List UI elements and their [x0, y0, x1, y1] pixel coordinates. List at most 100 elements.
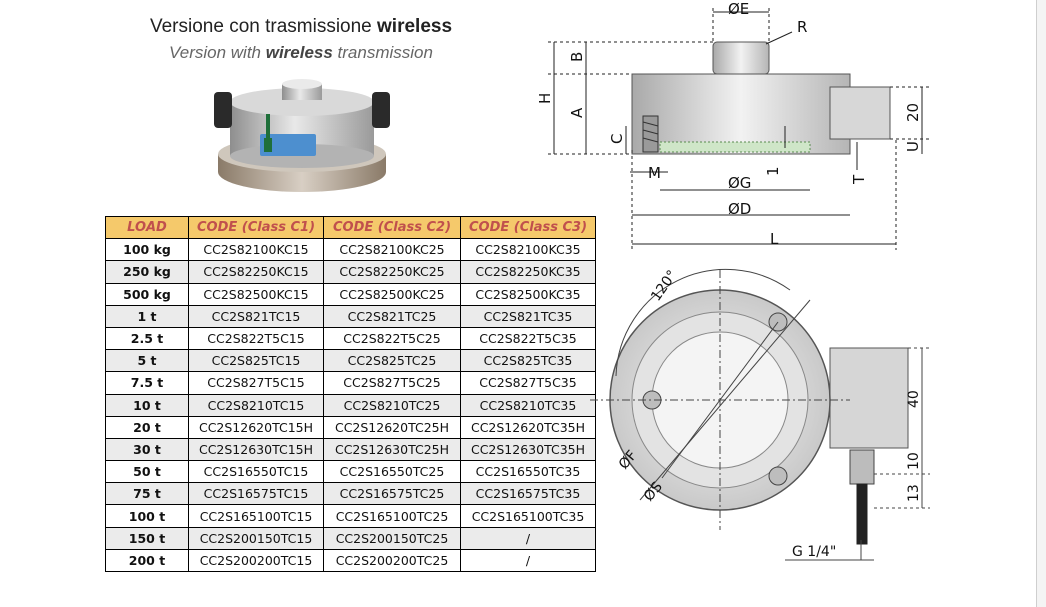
title-italian: Versione con trasmissione wireless	[149, 16, 453, 37]
cell-load: 100 kg	[105, 238, 189, 262]
cell-code-c2: CC2S82250KC25	[323, 260, 461, 284]
cell-load: 5 t	[105, 349, 189, 373]
cell-code-c2: CC2S16575TC25	[323, 482, 461, 506]
cell-code-c1: CC2S8210TC15	[188, 393, 324, 417]
cell-load: 75 t	[105, 482, 189, 506]
cell-code-c3: CC2S822T5C35	[460, 326, 596, 351]
cell-code-c2: CC2S825TC25	[323, 349, 461, 373]
label-diam-d: ØD	[728, 200, 751, 218]
cell-code-c1: CC2S827T5C15	[188, 371, 324, 395]
header-code-c2: CODE (Class C2)	[323, 215, 461, 240]
cell-load: 10 t	[105, 393, 189, 417]
cell-code-c3: CC2S821TC35	[460, 304, 596, 328]
cell-code-c2: CC2S200200TC25	[323, 548, 461, 573]
bolt-hole	[642, 115, 659, 153]
cell-code-c1: CC2S12630TC15H	[188, 437, 324, 462]
cell-load: 200 t	[105, 548, 189, 573]
top-view: 120° ØF ØS 40 10 13 G 1/4"	[590, 267, 930, 561]
label-twenty: 20	[904, 103, 922, 122]
label-one: 1	[764, 166, 782, 176]
side-view: ØE R B H A C M ØG ØD 1 T U 20 L	[536, 0, 930, 250]
cell-load: 50 t	[105, 460, 189, 484]
label-h: H	[536, 93, 554, 104]
cell-load: 2.5 t	[105, 326, 189, 351]
cell-code-c1: CC2S200200TC15	[188, 548, 324, 573]
codes-table: LOAD CODE (Class C1) CODE (Class C2) COD…	[105, 215, 596, 573]
cell-code-c3: CC2S82250KC35	[460, 260, 596, 284]
cell-load: 7.5 t	[105, 371, 189, 395]
label-forty: 40	[906, 390, 922, 408]
header-code-c3: CODE (Class C3)	[460, 215, 596, 240]
cell-code-c3: /	[460, 526, 596, 550]
label-u: U	[904, 141, 922, 152]
table-header-row: LOAD CODE (Class C1) CODE (Class C2) COD…	[105, 215, 596, 240]
label-b: B	[568, 52, 586, 62]
cell-load: 250 kg	[105, 260, 189, 284]
header-load: LOAD	[105, 215, 189, 240]
cell-code-c3: CC2S165100TC35	[460, 504, 596, 528]
cell-load: 20 t	[105, 415, 189, 439]
title-english: Version with wireless transmission	[169, 43, 433, 62]
cell-code-c2: CC2S821TC25	[323, 304, 461, 328]
label-c: C	[608, 134, 626, 144]
cell-code-c3: CC2S827T5C35	[460, 371, 596, 395]
cell-code-c1: CC2S16575TC15	[188, 482, 324, 506]
cell-code-c2: CC2S12620TC25H	[323, 415, 461, 439]
label-a: A	[568, 107, 586, 118]
cell-load: 30 t	[105, 437, 189, 462]
cell-code-c1: CC2S82250KC15	[188, 260, 324, 284]
cell-code-c3: CC2S825TC35	[460, 349, 596, 373]
cell-load: 1 t	[105, 304, 189, 328]
cell-code-c1: CC2S200150TC15	[188, 526, 324, 550]
cell-code-c2: CC2S12630TC25H	[323, 437, 461, 462]
cell-load: 100 t	[105, 504, 189, 528]
cell-load: 500 kg	[105, 282, 189, 306]
cell-code-c2: CC2S82100KC25	[323, 238, 461, 262]
cell-load: 150 t	[105, 526, 189, 550]
cell-code-c3: /	[460, 548, 596, 573]
cell-code-c2: CC2S82500KC25	[323, 282, 461, 306]
label-t: T	[850, 174, 868, 185]
load-cell-photo	[214, 79, 390, 192]
cell-code-c3: CC2S82500KC35	[460, 282, 596, 306]
cell-code-c1: CC2S12620TC15H	[188, 415, 324, 439]
cell-code-c2: CC2S822T5C25	[323, 326, 461, 351]
header-code-c1: CODE (Class C1)	[188, 215, 324, 240]
page-edge	[1036, 0, 1046, 607]
cell-code-c1: CC2S822T5C15	[188, 326, 324, 351]
label-diam-g: ØG	[728, 174, 751, 192]
cell-code-c2: CC2S827T5C25	[323, 371, 461, 395]
cell-code-c2: CC2S8210TC25	[323, 393, 461, 417]
label-l: L	[770, 230, 779, 248]
label-diam-e: ØE	[728, 0, 749, 18]
label-thirteen: 13	[906, 484, 922, 502]
cell-code-c2: CC2S16550TC25	[323, 460, 461, 484]
cell-code-c2: CC2S165100TC25	[323, 504, 461, 528]
label-thread: G 1/4"	[792, 544, 836, 560]
cell-code-c1: CC2S821TC15	[188, 304, 324, 328]
cell-code-c1: CC2S825TC15	[188, 349, 324, 373]
cell-code-c3: CC2S16575TC35	[460, 482, 596, 506]
cell-code-c1: CC2S16550TC15	[188, 460, 324, 484]
cell-code-c2: CC2S200150TC25	[323, 526, 461, 550]
cell-code-c1: CC2S165100TC15	[188, 504, 324, 528]
label-ten: 10	[906, 452, 922, 470]
bolt-hole-bottom	[768, 466, 788, 486]
cell-code-c1: CC2S82100KC15	[188, 238, 324, 262]
cell-code-c3: CC2S12620TC35H	[460, 415, 596, 439]
